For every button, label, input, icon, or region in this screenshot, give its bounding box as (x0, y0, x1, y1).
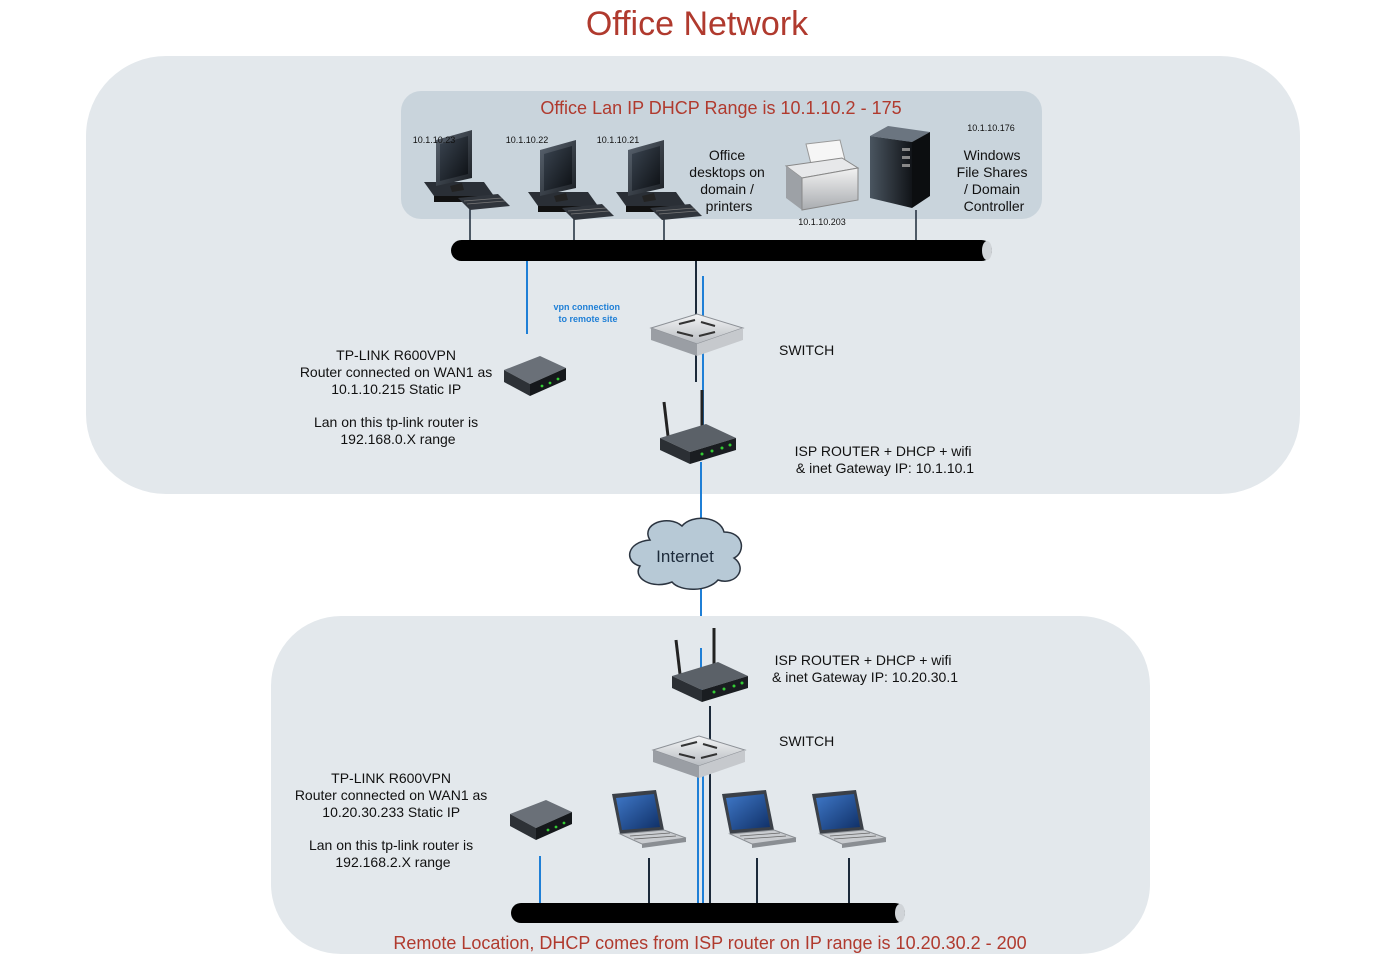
office-switch-label: SWITCH (779, 342, 834, 358)
internet-label: Internet (656, 547, 714, 566)
remote-links (539, 648, 850, 904)
remote-location-label: Remote Location, DHCP comes from ISP rou… (393, 933, 1026, 953)
page-title: Office Network (586, 5, 809, 43)
server-icon (870, 126, 930, 208)
office-tplink-label: TP-LINK R600VPN Router connected on WAN1… (300, 347, 496, 447)
desktop-ip-label: 10.1.10.22 (506, 135, 549, 145)
office-bus-end (982, 241, 992, 260)
office-isp-router-label: ISP ROUTER + DHCP + wifi & inet Gateway … (795, 443, 976, 476)
remote-isp-router-label: ISP ROUTER + DHCP + wifi & inet Gateway … (772, 652, 958, 685)
office-lan-label: Office Lan IP DHCP Range is 10.1.10.2 - … (540, 98, 901, 118)
remote-tplink-label: TP-LINK R600VPN Router connected on WAN1… (295, 770, 491, 870)
vpn-connection-label: vpn connection to remote site (553, 302, 622, 324)
desktops-label: Office desktops on domain / printers (689, 147, 768, 214)
desktop-ip-label: 10.1.10.23 (413, 135, 456, 145)
printer-ip-label: 10.1.10.203 (798, 217, 846, 227)
remote-switch-label: SWITCH (779, 733, 834, 749)
printer-icon (784, 139, 860, 211)
desktop-ip-label: 10.1.10.21 (597, 135, 640, 145)
internet-cloud-icon (629, 517, 743, 590)
remote-lan-bus (511, 903, 905, 923)
remote-bus-end (895, 904, 905, 922)
server-label: Windows File Shares / Domain Controller (957, 147, 1032, 214)
server-ip-label: 10.1.10.176 (967, 123, 1015, 133)
office-lan-bus (451, 240, 992, 261)
